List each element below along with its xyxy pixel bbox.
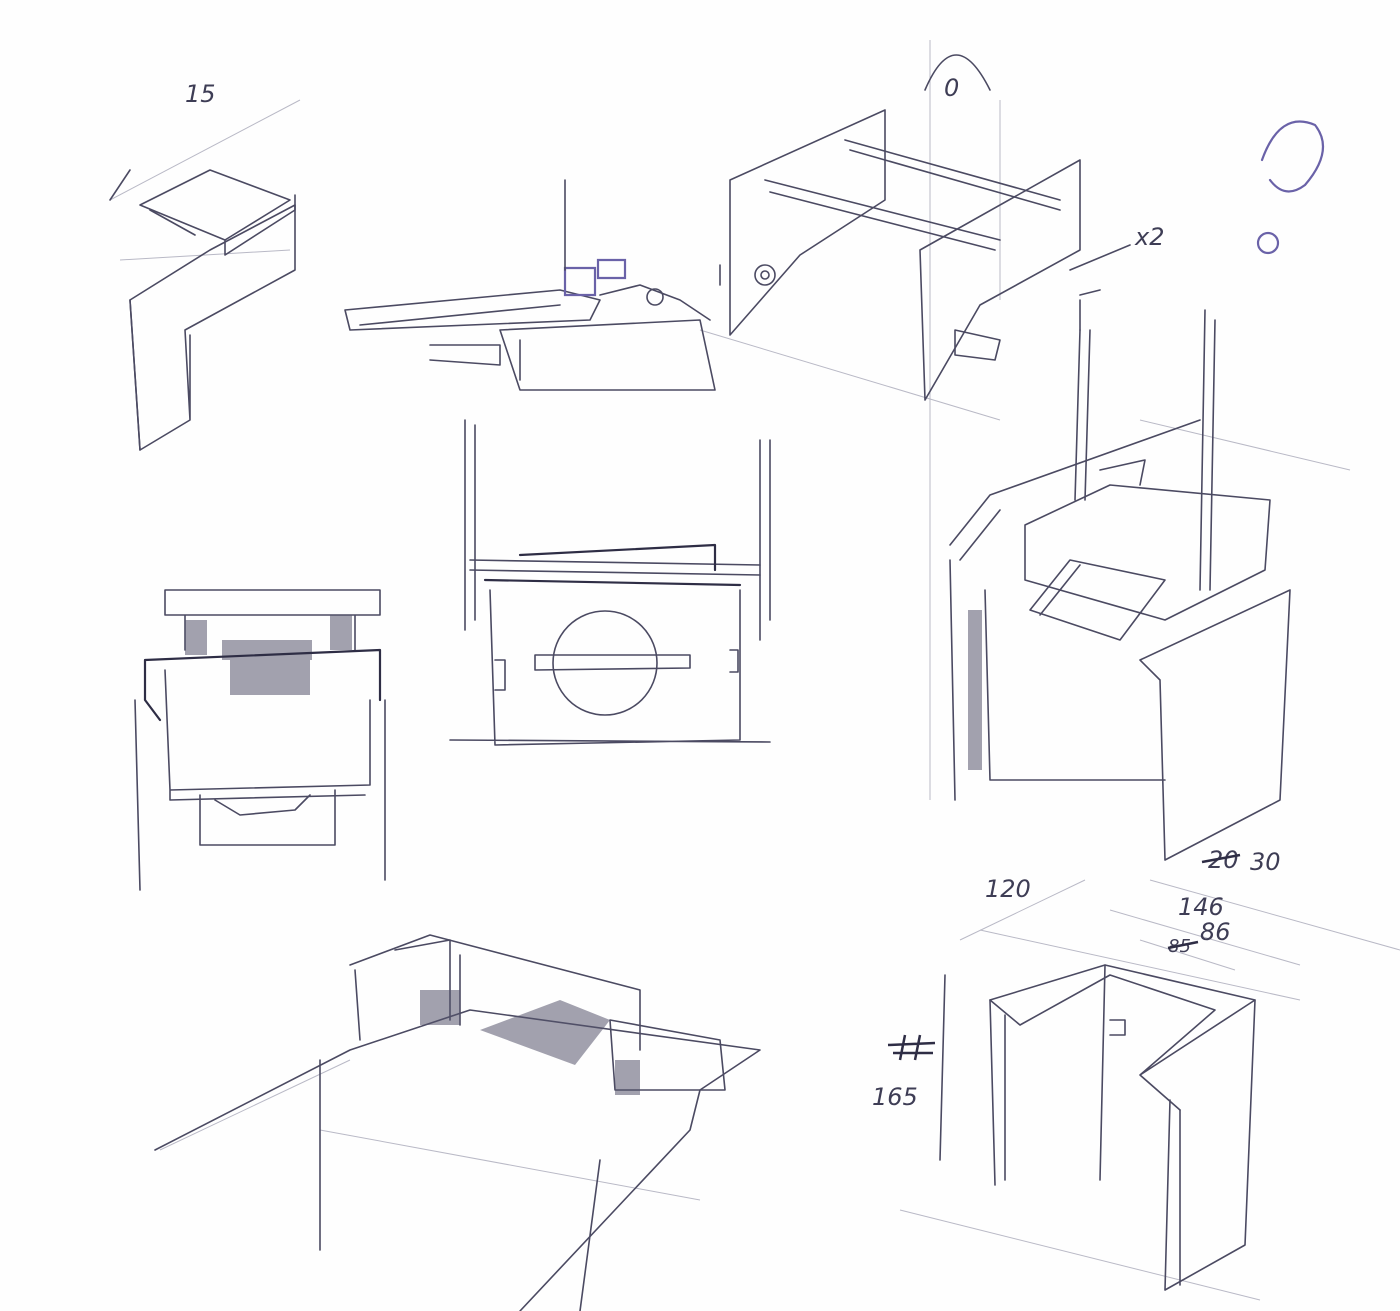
open-top-perspective-sketch — [154, 934, 761, 1311]
strike-line — [1167, 940, 1199, 950]
construction-lines — [109, 40, 1400, 1301]
hole-label: 0 — [944, 74, 959, 102]
dimension-86: 86 — [1200, 918, 1231, 946]
dimension-30: 30 — [1250, 848, 1281, 876]
l-bracket-sketch — [109, 169, 296, 451]
dimension-15: 15 — [185, 80, 216, 108]
quantity-label: x2 — [1134, 223, 1164, 251]
hinge-side-sketch — [344, 179, 716, 391]
question-mark-icon — [1260, 120, 1325, 193]
front-view-sketch — [134, 589, 386, 891]
question-mark-dot-icon — [1256, 231, 1280, 255]
strike-line — [1201, 853, 1241, 864]
u-box-dimension-sketch — [939, 879, 1301, 1291]
dimension-120: 120 — [985, 875, 1031, 903]
center-front-sketch — [449, 419, 771, 746]
dimension-146: 146 — [1178, 893, 1224, 921]
box-perspective-sketch — [949, 309, 1291, 861]
struck-dimension-scribble — [887, 1034, 936, 1061]
rod-frame-sketch — [719, 54, 1131, 401]
annotations: 15 x2 0 120 20 30 146 85 86 165 — [185, 74, 1325, 1111]
dimension-165: 165 — [872, 1083, 918, 1111]
